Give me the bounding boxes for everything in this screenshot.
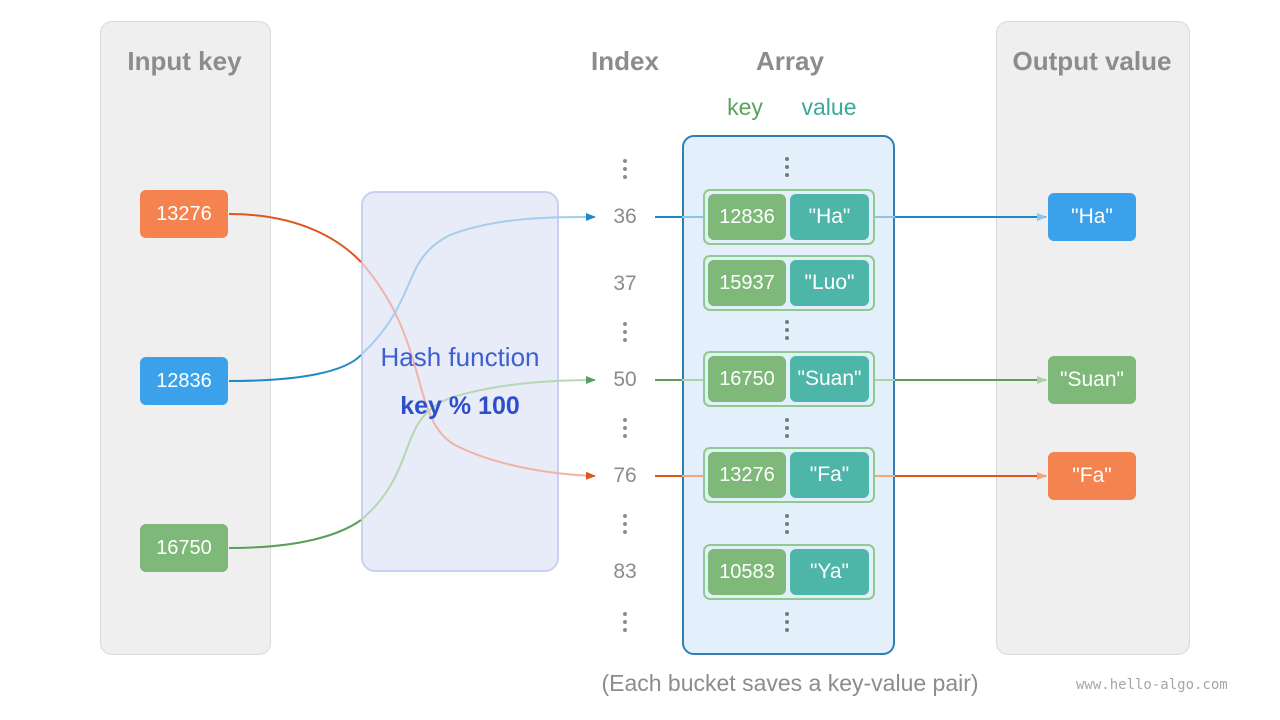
index-83: 83 — [613, 560, 637, 583]
hash-function-expression: key % 100 — [400, 392, 520, 420]
output-value-panel — [996, 21, 1190, 655]
array-heading: Array — [756, 46, 824, 76]
hash-function-title: Hash function — [380, 342, 540, 372]
index-36: 36 — [613, 205, 637, 228]
index-heading: Index — [591, 46, 659, 76]
bucket-key: 16750 — [708, 356, 786, 402]
index-76: 76 — [613, 464, 637, 487]
index-ellipsis — [615, 322, 635, 346]
curve-13276-to-76 — [228, 213, 362, 263]
bucket-value: "Suan" — [790, 356, 869, 402]
input-key-13276: 13276 — [140, 190, 228, 238]
index-ellipsis — [615, 612, 635, 636]
output-value-suan: "Suan" — [1048, 356, 1136, 404]
array-ellipsis — [777, 320, 797, 344]
key-subheading: key — [727, 94, 763, 120]
bucket-key: 15937 — [708, 260, 786, 306]
index-50: 50 — [613, 368, 637, 391]
bucket-key: 12836 — [708, 194, 786, 240]
curve-12836-to-36 — [228, 354, 362, 382]
array-ellipsis — [777, 612, 797, 636]
output-value-fa: "Fa" — [1048, 452, 1136, 500]
bucket-50: 16750 "Suan" — [703, 351, 875, 407]
index-ellipsis — [615, 514, 635, 538]
index-ellipsis — [615, 418, 635, 442]
output-value-ha: "Ha" — [1048, 193, 1136, 241]
value-subheading: value — [801, 94, 857, 120]
curve-12836-through-hash — [360, 212, 596, 356]
bucket-value: "Ya" — [790, 549, 869, 595]
bucket-37: 15937 "Luo" — [703, 255, 875, 311]
bucket-76: 13276 "Fa" — [703, 447, 875, 503]
input-key-heading: Input key — [127, 46, 242, 76]
bucket-value: "Fa" — [790, 452, 869, 498]
index-37: 37 — [613, 272, 637, 295]
output-value-heading: Output value — [1012, 46, 1172, 76]
bucket-key: 13276 — [708, 452, 786, 498]
curve-16750-to-50 — [228, 519, 362, 549]
input-key-12836: 12836 — [140, 357, 228, 405]
bucket-key: 10583 — [708, 549, 786, 595]
curve-16750-through-hash — [360, 376, 596, 521]
bucket-value: "Ha" — [790, 194, 869, 240]
bucket-83: 10583 "Ya" — [703, 544, 875, 600]
array-ellipsis — [777, 157, 797, 181]
array-ellipsis — [777, 514, 797, 538]
input-key-16750: 16750 — [140, 524, 228, 572]
curve-13276-through-hash — [360, 261, 596, 480]
array-ellipsis — [777, 418, 797, 442]
bucket-value: "Luo" — [790, 260, 869, 306]
watermark: www.hello-algo.com — [1076, 677, 1228, 693]
bucket-caption: (Each bucket saves a key-value pair) — [601, 670, 979, 696]
index-ellipsis — [615, 159, 635, 183]
bucket-36: 12836 "Ha" — [703, 189, 875, 245]
